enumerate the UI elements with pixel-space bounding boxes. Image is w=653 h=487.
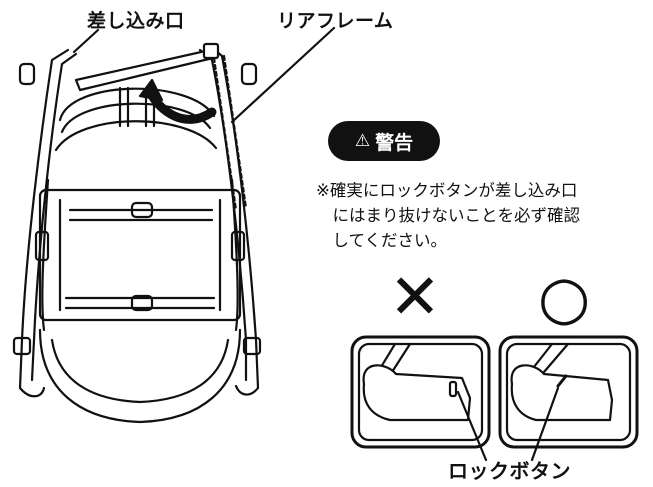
incorrect-detail — [350, 335, 491, 449]
correct-detail — [498, 335, 639, 449]
warning-title: 警告 — [375, 131, 414, 154]
warning-note: ※確実にロックボタンが差し込み口 にはまり抜けないことを必ず確認 してください。 — [316, 181, 580, 250]
rear-frame-label: リアフレーム — [277, 10, 394, 32]
cross-mark-icon: ✕ — [389, 260, 441, 333]
lock-button-label: ロックボタン — [448, 459, 571, 483]
warning-badge: ⚠ 警告 — [328, 121, 440, 161]
insertion-port-label: 差し込み口 — [87, 10, 185, 32]
circle-mark-icon: ○ — [538, 263, 591, 333]
warning-triangle-icon: ⚠ — [354, 131, 371, 151]
rear-frame-bar — [74, 42, 248, 212]
stroller-frame — [12, 44, 262, 424]
